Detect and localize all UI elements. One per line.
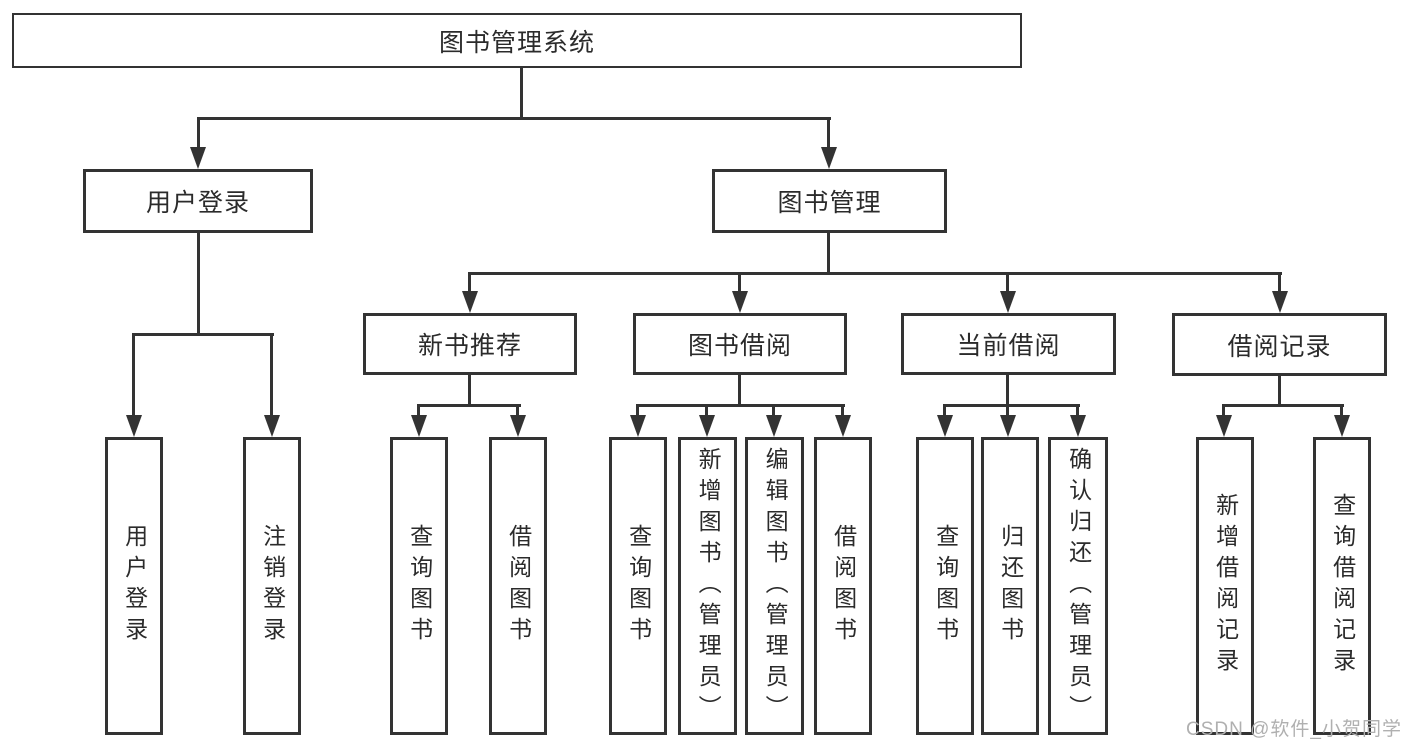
connector-new-book-stub — [468, 375, 471, 407]
connector-level1-rail — [197, 117, 831, 120]
node-user-login: 用户登录 — [83, 169, 313, 233]
connector-drop-bb-edit — [772, 404, 775, 417]
leaf-return-books: 归还图书 — [981, 437, 1039, 735]
connector-drop-br-add — [1222, 404, 1225, 417]
connector-current-borrowing-stub — [1006, 375, 1009, 407]
leaf-borrow-books-borrowing-label: 借阅图书 — [830, 524, 857, 648]
arrowhead-nb-borrow — [510, 415, 526, 437]
leaf-logout-label: 注销登录 — [259, 524, 286, 648]
leaf-add-books-admin-label: 新增图书（管理员） — [695, 446, 722, 726]
leaf-query-borrow-record-label: 查询借阅记录 — [1329, 493, 1356, 679]
arrowhead-bb-borrow — [835, 415, 851, 437]
arrowhead-book-management — [821, 147, 837, 169]
leaf-borrow-books-borrowing: 借阅图书 — [814, 437, 872, 735]
connector-drop-cb-query — [943, 404, 946, 417]
arrowhead-bb-edit — [766, 415, 782, 437]
connector-new-book-rail — [417, 404, 521, 407]
arrowhead-br-query — [1334, 415, 1350, 437]
leaf-query-books-recommend-label: 查询图书 — [406, 524, 433, 648]
connector-drop-br-query — [1340, 404, 1343, 417]
leaf-user-login: 用户登录 — [105, 437, 163, 735]
connector-drop-cb-confirm — [1076, 404, 1079, 417]
leaf-logout: 注销登录 — [243, 437, 301, 735]
node-new-book-recommendation: 新书推荐 — [363, 313, 577, 375]
leaf-borrow-books-recommend: 借阅图书 — [489, 437, 547, 735]
arrowhead-logout — [264, 415, 280, 437]
leaf-query-borrow-record: 查询借阅记录 — [1313, 437, 1371, 735]
leaf-return-books-label: 归还图书 — [997, 524, 1024, 648]
leaf-add-borrow-record: 新增借阅记录 — [1196, 437, 1254, 735]
connector-drop-new-book — [468, 272, 471, 293]
csdn-watermark: CSDN @软件_小贺同学 — [1186, 719, 1402, 740]
connector-drop-bb-add — [705, 404, 708, 417]
arrowhead-bb-add — [699, 415, 715, 437]
leaf-add-books-admin: 新增图书（管理员） — [678, 437, 737, 735]
connector-user-login-rail — [132, 333, 274, 336]
connector-drop-cb-return — [1006, 404, 1009, 417]
leaf-edit-books-admin: 编辑图书（管理员） — [745, 437, 804, 735]
arrowhead-cb-query — [937, 415, 953, 437]
arrowhead-cb-return — [1000, 415, 1016, 437]
connector-book-management-stub — [827, 233, 830, 275]
leaf-confirm-return-admin: 确认归还（管理员） — [1048, 437, 1108, 735]
leaf-query-books-borrowing: 查询图书 — [609, 437, 667, 735]
connector-drop-current-borrowing — [1006, 272, 1009, 293]
leaf-confirm-return-admin-label: 确认归还（管理员） — [1065, 446, 1092, 726]
arrowhead-user-login — [190, 147, 206, 169]
connector-drop-book-management — [827, 117, 830, 149]
arrowhead-bb-query — [630, 415, 646, 437]
leaf-query-books-recommend: 查询图书 — [390, 437, 448, 735]
arrowhead-current-borrowing — [1000, 291, 1016, 313]
arrowhead-cb-confirm — [1070, 415, 1086, 437]
leaf-query-books-borrowing-label: 查询图书 — [625, 524, 652, 648]
connector-book-borrowing-stub — [738, 375, 741, 407]
connector-current-borrowing-rail — [943, 404, 1080, 407]
connector-drop-borrowing-records — [1278, 272, 1281, 293]
connector-drop-user-login — [197, 117, 200, 149]
node-book-borrowing: 图书借阅 — [633, 313, 847, 375]
connector-drop-book-borrowing — [738, 272, 741, 293]
connector-level3-rail — [468, 272, 1282, 275]
leaf-edit-books-admin-label: 编辑图书（管理员） — [762, 446, 789, 726]
arrowhead-borrowing-records — [1272, 291, 1288, 313]
arrowhead-book-borrowing — [732, 291, 748, 313]
node-current-borrowing: 当前借阅 — [901, 313, 1116, 375]
leaf-query-books-current-label: 查询图书 — [932, 524, 959, 648]
leaf-add-borrow-record-label: 新增借阅记录 — [1212, 493, 1239, 679]
node-book-management: 图书管理 — [712, 169, 947, 233]
connector-book-borrowing-rail — [636, 404, 845, 407]
connector-drop-nb-query — [417, 404, 420, 417]
connector-drop-bb-borrow — [841, 404, 844, 417]
node-book-management-system: 图书管理系统 — [12, 13, 1022, 68]
connector-drop-bb-query — [636, 404, 639, 417]
leaf-query-books-current: 查询图书 — [916, 437, 974, 735]
leaf-user-login-label: 用户登录 — [121, 524, 148, 648]
connector-borrowing-records-stub — [1278, 375, 1281, 407]
connector-borrowing-records-rail — [1222, 404, 1344, 407]
leaf-borrow-books-recommend-label: 借阅图书 — [505, 524, 532, 648]
connector-root-stub — [520, 66, 523, 119]
connector-drop-user-login-leaf — [132, 333, 135, 417]
arrowhead-new-book — [462, 291, 478, 313]
node-borrowing-records: 借阅记录 — [1172, 313, 1387, 376]
arrowhead-br-add — [1216, 415, 1232, 437]
connector-drop-logout — [270, 333, 273, 417]
arrowhead-nb-query — [411, 415, 427, 437]
connector-user-login-stub — [197, 233, 200, 336]
connector-drop-nb-borrow — [516, 404, 519, 417]
arrowhead-user-login-leaf — [126, 415, 142, 437]
